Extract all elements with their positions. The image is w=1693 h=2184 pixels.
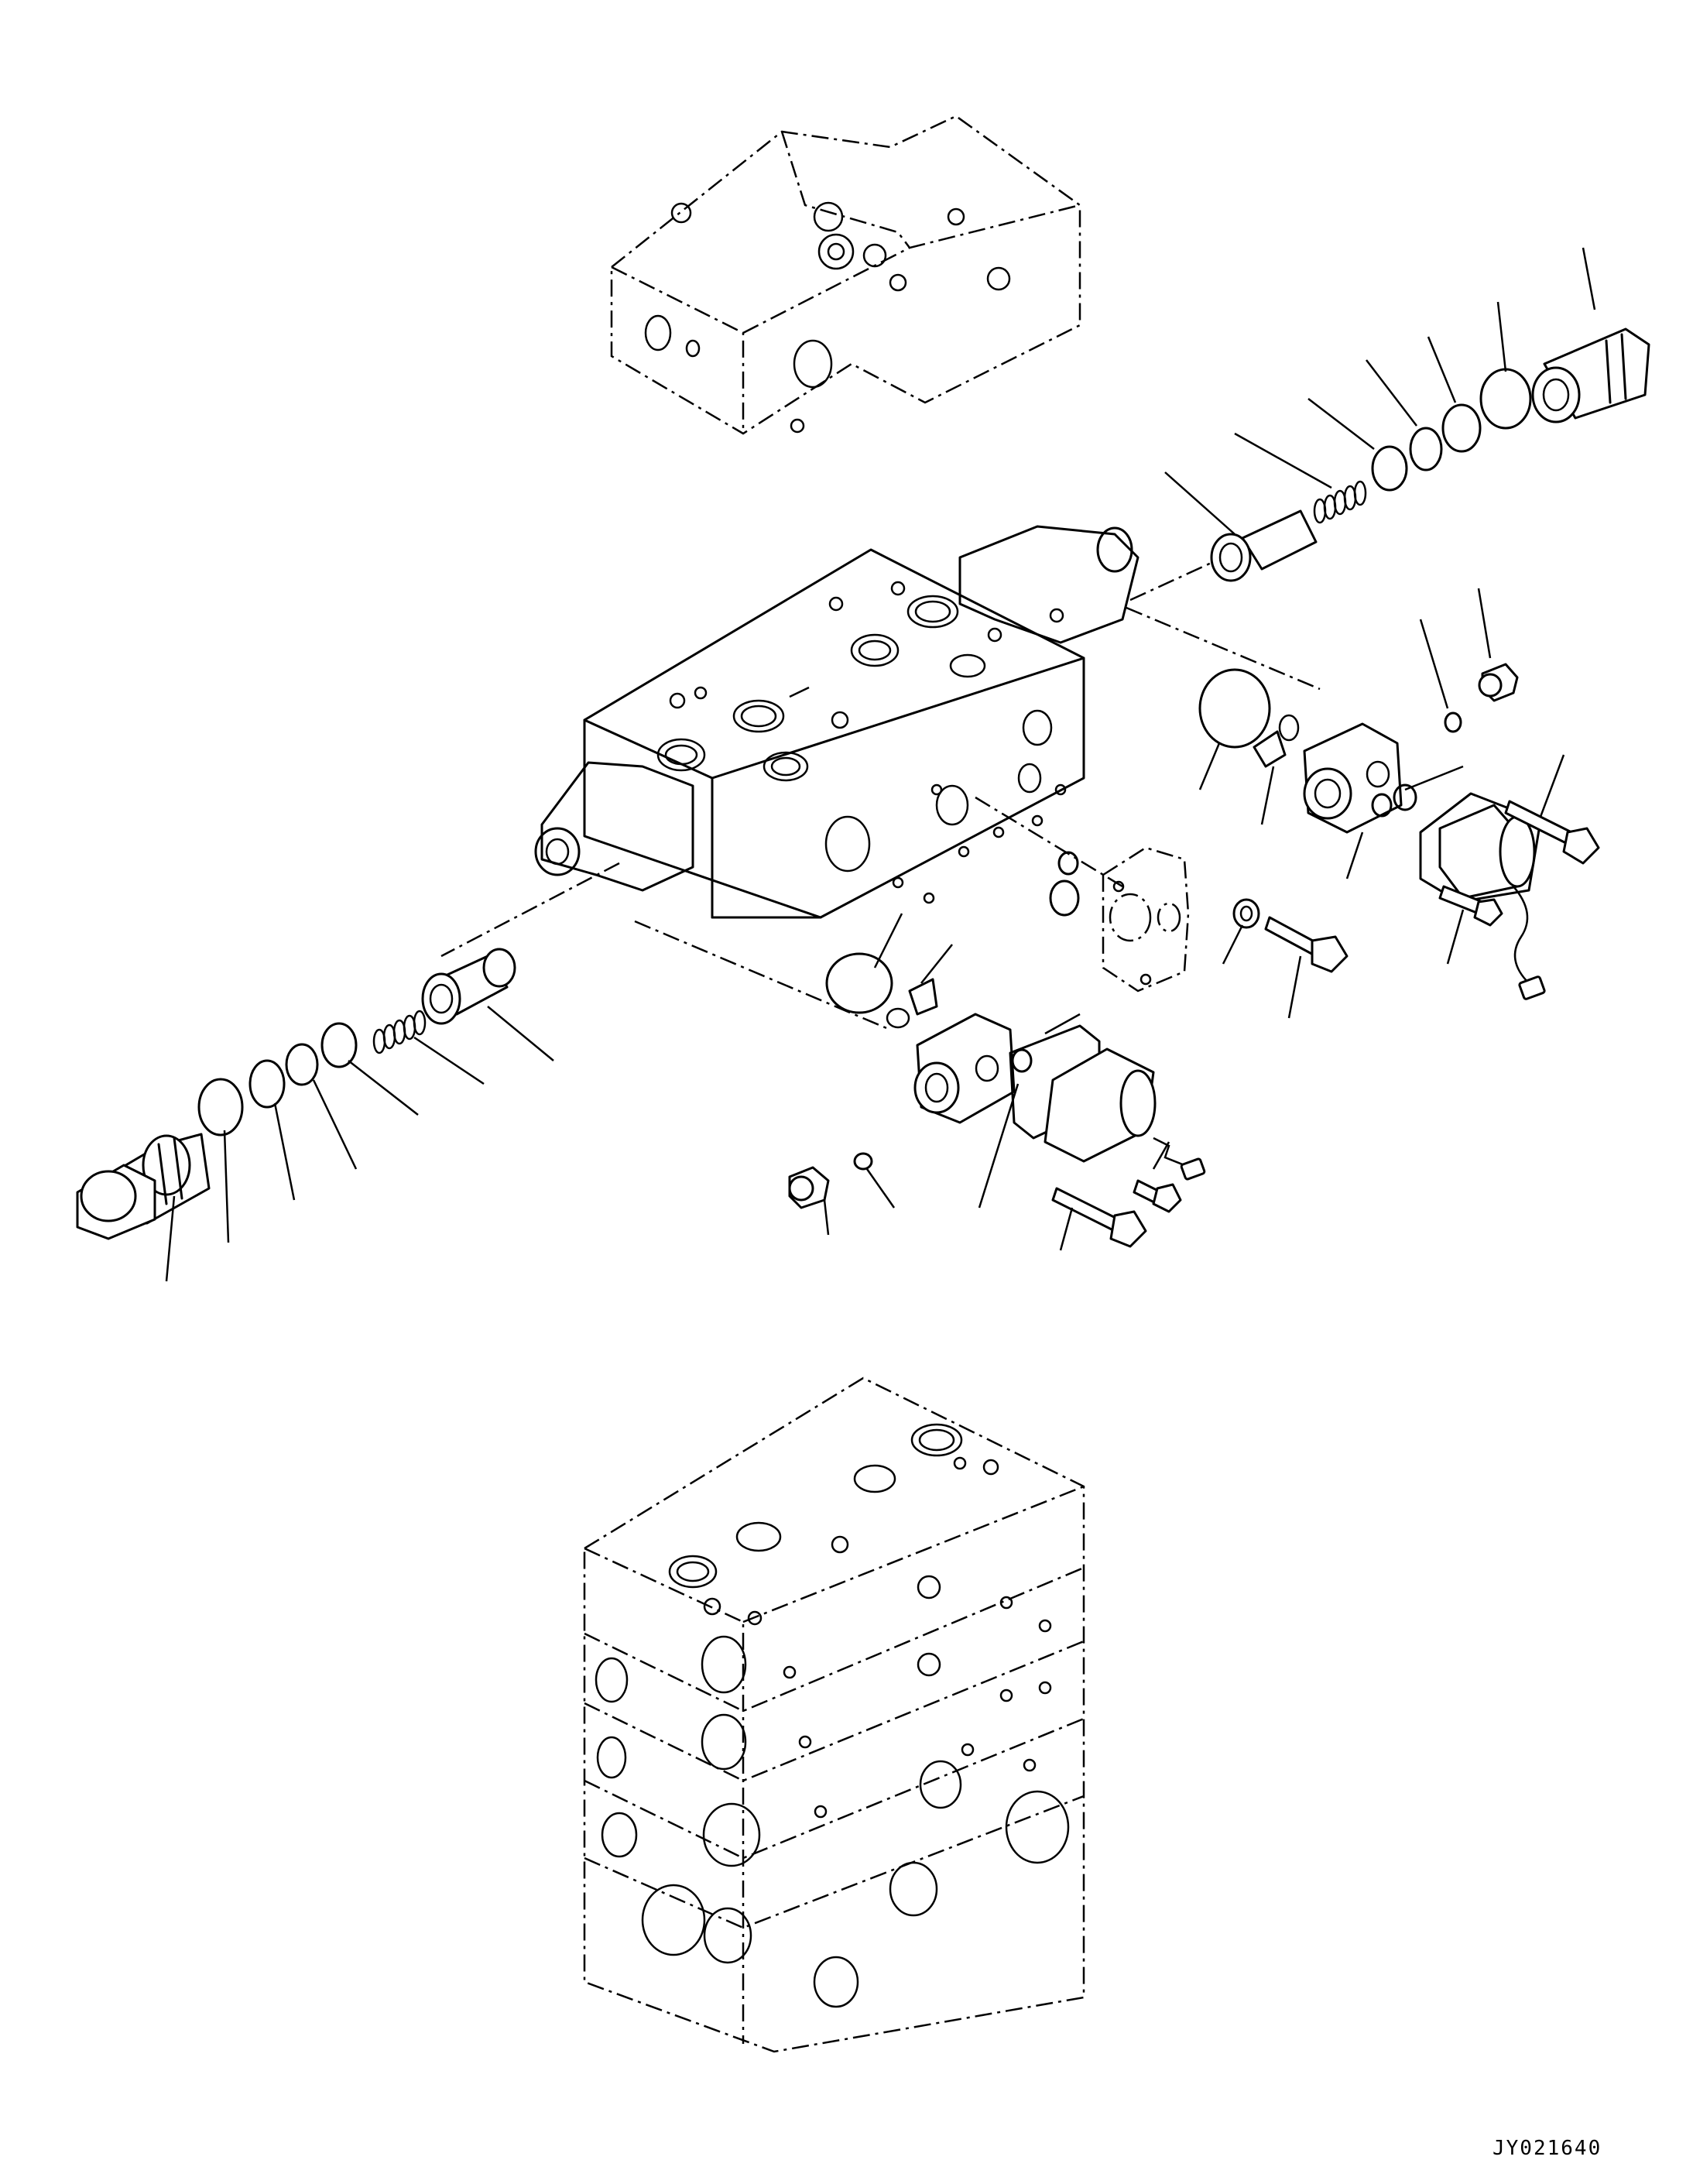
lower-left-parts bbox=[76, 948, 516, 1240]
o-ring-upper-1 bbox=[1479, 368, 1532, 430]
leader-gasket-left bbox=[1044, 1013, 1081, 1035]
upper-right-parts bbox=[1210, 327, 1650, 582]
leader-plug-lower-left bbox=[165, 1195, 176, 1282]
solenoid-coil-left bbox=[1044, 1047, 1206, 1181]
leader-washer-center bbox=[1222, 924, 1244, 965]
leader-o-ring-lower-3 bbox=[223, 1130, 230, 1243]
plug-upper-right bbox=[1531, 327, 1650, 423]
leader-o-ring-tiny-right bbox=[1419, 619, 1449, 709]
bolt-right-short bbox=[1438, 885, 1503, 927]
leader-backup-ring-lower bbox=[312, 1079, 358, 1170]
bolt-center bbox=[1264, 916, 1349, 973]
leader-backup-ring-upper bbox=[1366, 359, 1417, 427]
o-ring-lower-2 bbox=[248, 1059, 286, 1109]
spool-lower bbox=[421, 948, 516, 1025]
upper-valve-section-ghost bbox=[610, 115, 1081, 435]
solenoid-housing-right bbox=[1303, 722, 1403, 834]
leader-plug-small-right bbox=[1477, 588, 1492, 659]
o-ring-lower-1 bbox=[320, 1022, 358, 1068]
o-ring-center-1 bbox=[1049, 879, 1080, 917]
center-valve-block bbox=[1049, 846, 1349, 993]
assembly-centerlines bbox=[440, 556, 1321, 1031]
o-ring-small-left bbox=[908, 978, 938, 1016]
spool-upper bbox=[1210, 509, 1318, 582]
plug-small-left bbox=[788, 1166, 830, 1209]
leader-spool-lower bbox=[487, 1006, 554, 1061]
plug-lower-left bbox=[76, 1133, 211, 1240]
spring-lower bbox=[372, 1010, 427, 1054]
drawing-id-label: JY021640 bbox=[1493, 2137, 1602, 2160]
leader-o-ring-solenoid-left bbox=[978, 1083, 1020, 1209]
backup-ring-upper bbox=[1409, 427, 1443, 471]
leader-o-ring-small-left bbox=[920, 944, 953, 984]
leader-bolt-right-long bbox=[1539, 754, 1565, 818]
leader-bolt-left-upper bbox=[1152, 1141, 1170, 1170]
leader-o-ring-upper-3 bbox=[1307, 398, 1375, 450]
o-ring-large-left bbox=[825, 952, 893, 1014]
leader-bolt-right-short bbox=[1446, 909, 1465, 965]
solenoid-housing-left bbox=[913, 1013, 1016, 1124]
leader-spring-upper bbox=[1234, 432, 1332, 489]
leader-plug-small-left bbox=[823, 1199, 830, 1236]
leader-o-ring-upper-1 bbox=[1496, 301, 1507, 372]
leader-o-ring-large-right bbox=[1198, 742, 1221, 790]
callout-leader-lines bbox=[165, 247, 1596, 1282]
leader-o-ring-large-left bbox=[873, 913, 903, 969]
leader-o-ring-tiny-left bbox=[865, 1168, 896, 1209]
o-ring-lower-3 bbox=[197, 1078, 244, 1137]
leader-gasket-right bbox=[1345, 831, 1364, 879]
leader-o-ring-solenoid-right bbox=[1404, 765, 1464, 791]
leader-o-ring-upper-2 bbox=[1427, 336, 1457, 403]
bolt-left-lower bbox=[1051, 1187, 1147, 1248]
backup-ring-lower bbox=[285, 1043, 319, 1086]
leader-plug-upper bbox=[1582, 247, 1596, 310]
o-ring-tiny-right bbox=[1444, 711, 1462, 733]
washer-center bbox=[1232, 898, 1260, 929]
o-ring-solenoid-right bbox=[1393, 783, 1417, 811]
leader-bolt-left-lower bbox=[1059, 1207, 1074, 1251]
leader-spool-upper bbox=[1164, 471, 1235, 535]
valve-block-center bbox=[1102, 846, 1190, 993]
o-ring-small-right bbox=[1253, 730, 1287, 768]
o-ring-center-2 bbox=[1057, 851, 1079, 876]
plug-small-right bbox=[1478, 663, 1519, 702]
bolt-left-upper bbox=[1133, 1179, 1182, 1213]
spring-upper bbox=[1313, 480, 1367, 524]
leader-o-ring-lower-2 bbox=[273, 1102, 296, 1201]
lower-valve-stack-ghost bbox=[583, 1377, 1085, 2053]
o-ring-upper-2 bbox=[1441, 403, 1482, 453]
bolt-right-long bbox=[1504, 800, 1600, 865]
solenoid-assembly-left bbox=[788, 952, 1206, 1248]
o-ring-large-right bbox=[1198, 668, 1271, 749]
leader-bolt-center bbox=[1287, 955, 1302, 1019]
solenoid-coil-right bbox=[1419, 792, 1546, 1000]
leader-spring-lower bbox=[413, 1036, 485, 1085]
o-ring-upper-3 bbox=[1371, 445, 1408, 492]
valve-body-middle bbox=[534, 525, 1140, 919]
leader-o-ring-small-right bbox=[1260, 766, 1275, 825]
leader-o-ring-lower-1 bbox=[348, 1060, 419, 1116]
solenoid-assembly-right bbox=[1198, 663, 1600, 1000]
o-ring-solenoid-left bbox=[1011, 1048, 1033, 1073]
o-ring-tiny-left bbox=[853, 1152, 873, 1171]
